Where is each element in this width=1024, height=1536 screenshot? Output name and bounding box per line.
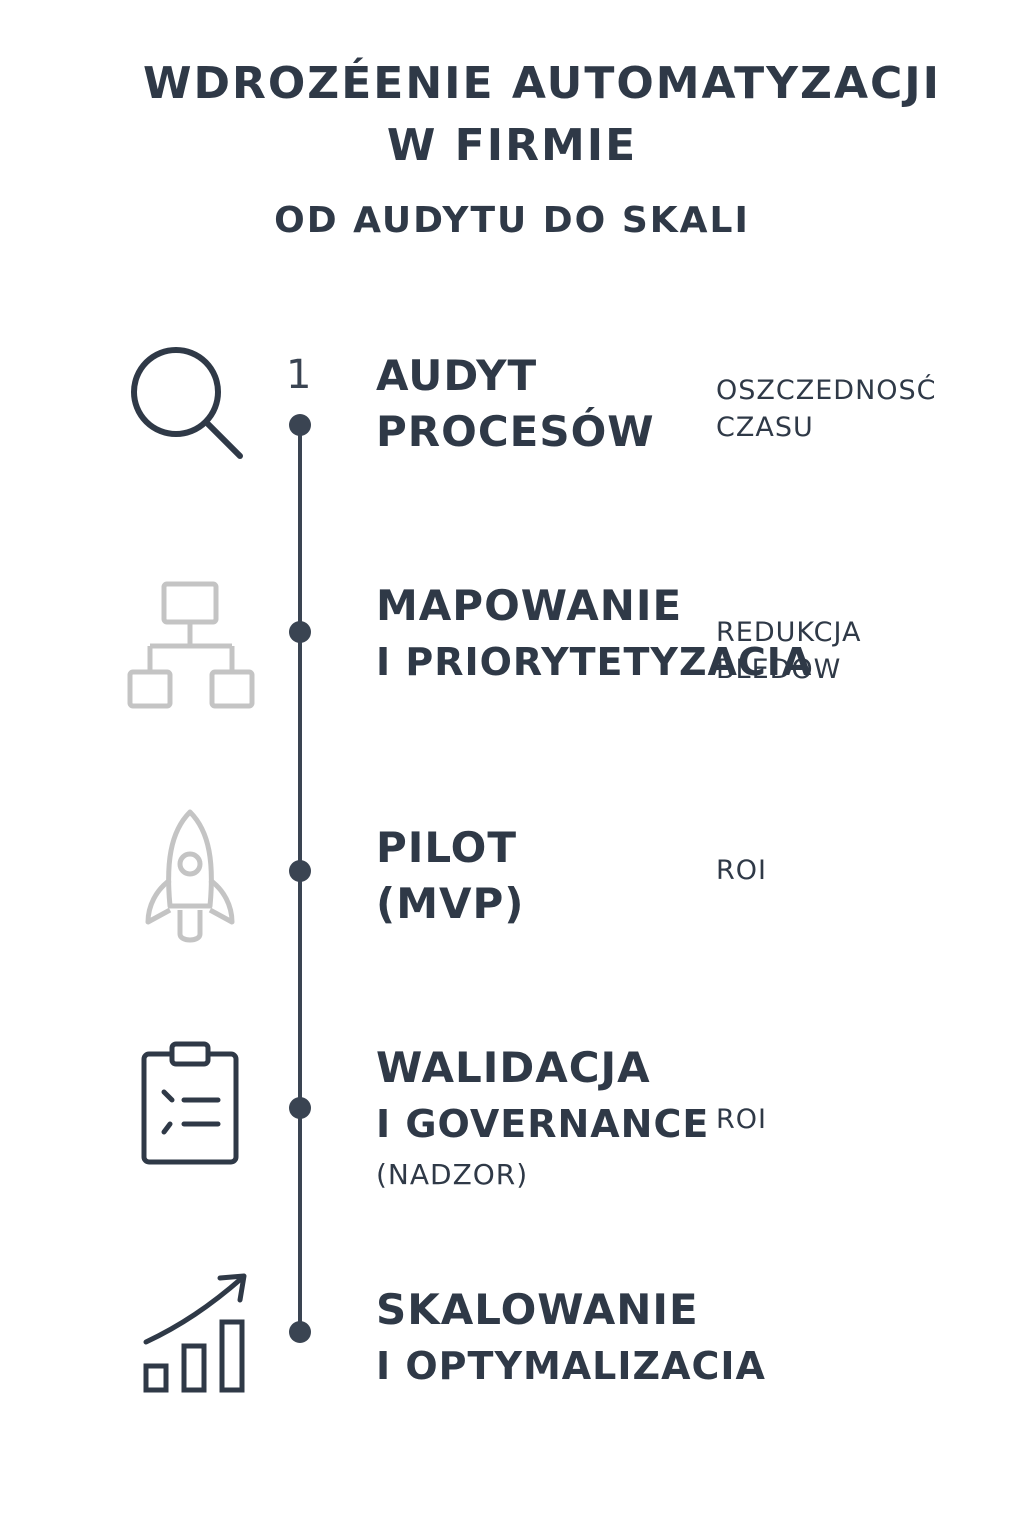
- step-title-scaling: SKALOWANIE I OPTYMALIZACIA: [376, 1282, 766, 1394]
- step-title-audit: AUDYT PROCESÓW: [376, 348, 655, 460]
- step-title-line: SKALOWANIE: [376, 1285, 699, 1334]
- benefit-audit: OSZCZEDNOSĆ CZASU: [716, 372, 937, 446]
- rocket-icon: [145, 809, 235, 943]
- page-title-line-2: W FIRMIE: [386, 120, 638, 171]
- benefit-line: ROI: [716, 1104, 767, 1135]
- step-title-line: WALIDACJA: [376, 1043, 651, 1092]
- benefit-line: BLEDOW: [716, 654, 842, 685]
- step-title-mapping: MAPOWANIE I PRIORYTETYZACIA: [376, 578, 812, 690]
- timeline-dot-4: [289, 1097, 311, 1119]
- step-title-line: AUDYT: [376, 351, 538, 400]
- benefit-line: REDUKCJA: [716, 617, 862, 648]
- step-title-line: PILOT: [376, 823, 518, 872]
- clipboard-icon: [141, 1041, 239, 1165]
- page-title-line-1: WDROZÉENIE AUTOMATYZACJI: [142, 58, 942, 109]
- step-title-line: PROCESÓW: [376, 407, 655, 456]
- timeline-dot-1: [289, 414, 311, 436]
- timeline-dot-5: [289, 1321, 311, 1343]
- step-number: 1: [286, 352, 312, 398]
- benefit-line: CZASU: [716, 412, 814, 443]
- step-title-pilot: PILOT (MVP): [376, 820, 524, 932]
- step-title-line: (MVP): [376, 879, 525, 928]
- step-title-line: MAPOWANIE: [376, 581, 683, 630]
- benefit-mapping: REDUKCJA BLEDOW: [716, 614, 861, 688]
- step-title-validation: WALIDACJA I GOVERNANCE (NADZOR): [376, 1040, 709, 1198]
- step-title-line: I PRIORYTETYZACIA: [376, 640, 813, 684]
- step-title-line: I GOVERNANCE: [376, 1102, 710, 1146]
- timeline-dot-2: [289, 621, 311, 643]
- magnifier-icon: [131, 347, 243, 459]
- benefit-line: ROI: [716, 855, 767, 886]
- benefit-pilot: ROI: [716, 852, 767, 889]
- step-title-line: I OPTYMALIZACIA: [376, 1344, 766, 1388]
- timeline-dot-3: [289, 860, 311, 882]
- hierarchy-icon: [127, 581, 255, 709]
- growth-chart-icon: [143, 1273, 247, 1393]
- benefit-line: OSZCZEDNOSĆ: [716, 375, 937, 406]
- step-title-line: (NADZOR): [376, 1158, 529, 1191]
- benefit-validation: ROI: [716, 1101, 767, 1138]
- page-subtitle: OD AUDYTU DO SKALI: [274, 200, 750, 241]
